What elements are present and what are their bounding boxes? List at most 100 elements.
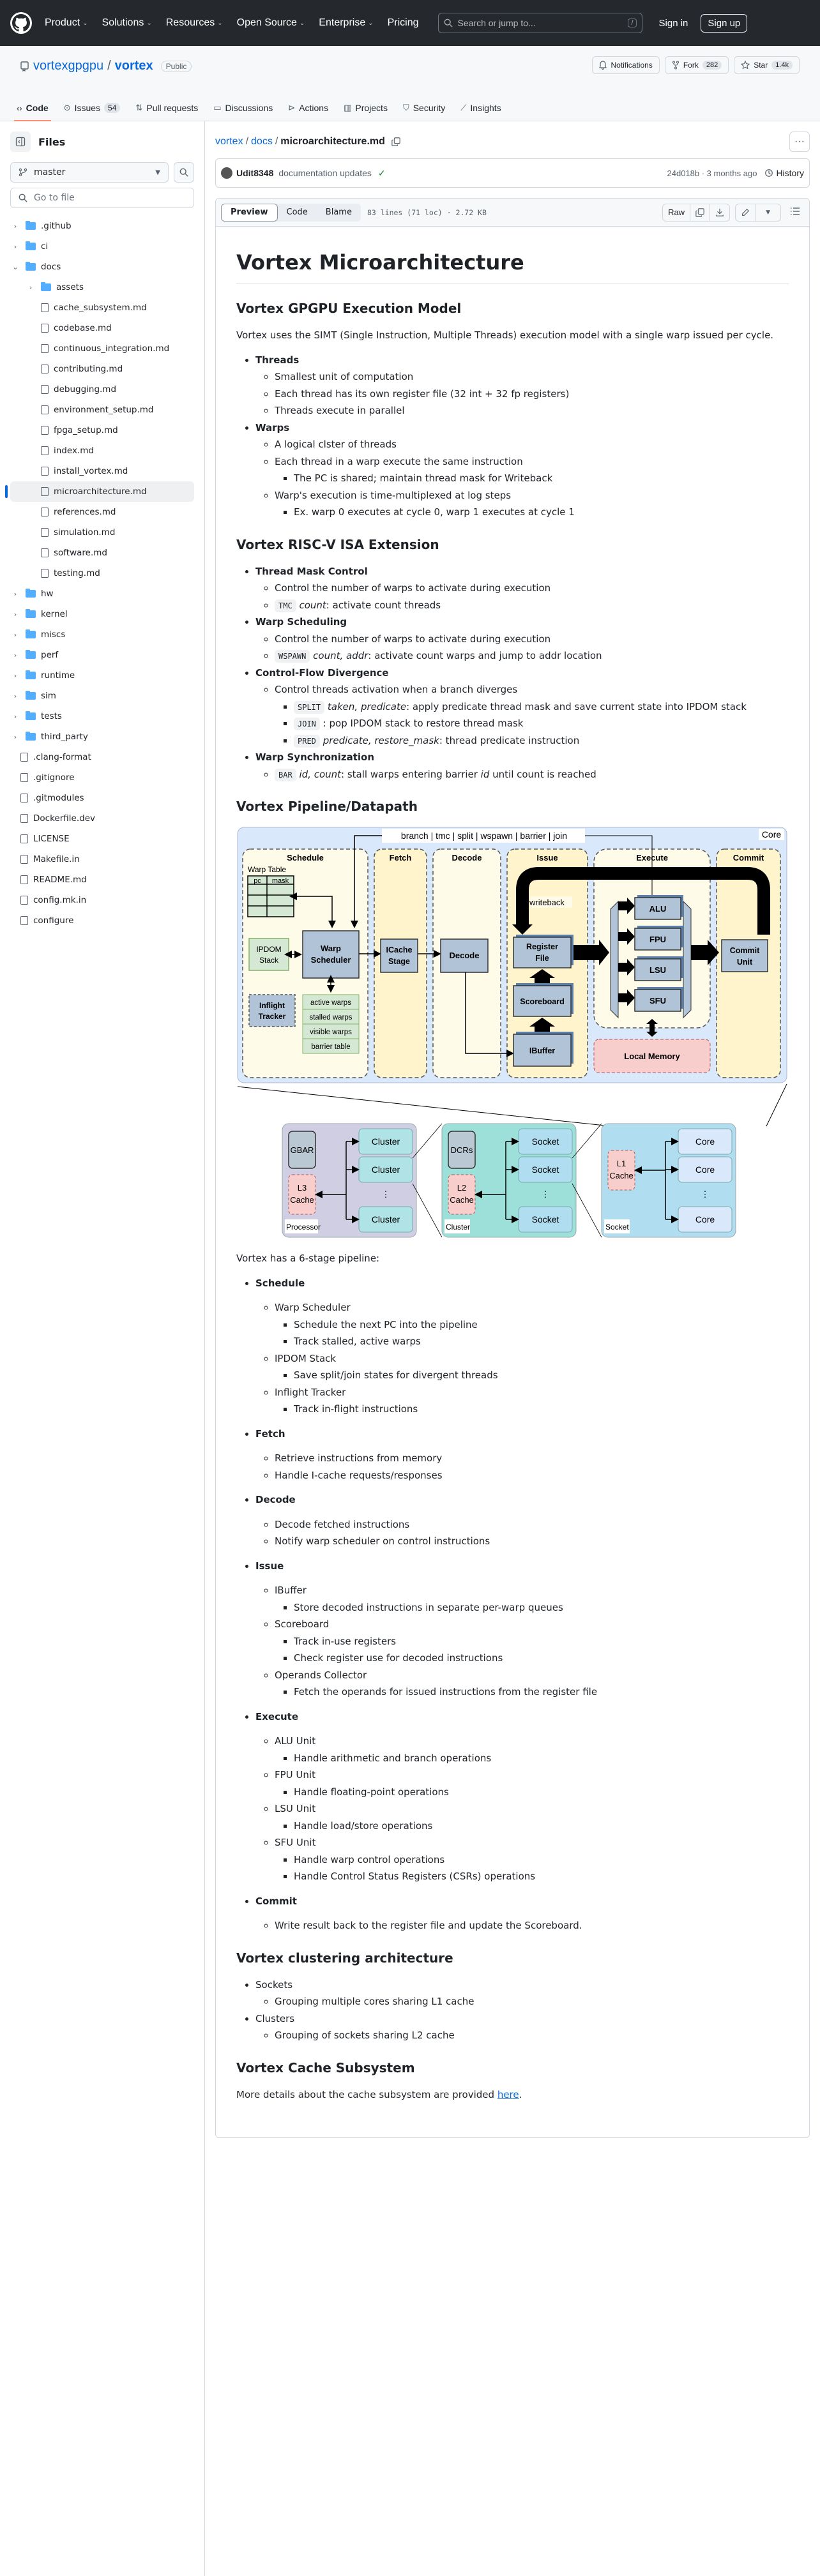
tree-file[interactable]: Dockerfile.dev [10, 808, 194, 829]
chevron-down-icon[interactable]: ⌄ [12, 262, 19, 271]
nav-resources[interactable]: Resources⌄ [166, 17, 223, 29]
tree-file[interactable]: install_vortex.md [10, 461, 194, 481]
tree-file[interactable]: environment_setup.md [10, 400, 194, 420]
tree-file[interactable]: contributing.md [10, 359, 194, 379]
history-button[interactable]: History [764, 168, 804, 178]
breadcrumb-repo-link[interactable]: vortex [215, 136, 243, 147]
tree-file[interactable]: microarchitecture.md [5, 481, 194, 502]
tree-folder[interactable]: ›hw [10, 584, 194, 604]
outline-button[interactable] [786, 207, 804, 218]
tree-file[interactable]: index.md [10, 441, 194, 461]
cache-subsystem-link[interactable]: here [497, 2088, 519, 2100]
tree-file[interactable]: testing.md [10, 563, 194, 584]
tree-file[interactable]: references.md [10, 502, 194, 522]
breadcrumb: vortex / docs / microarchitecture.md ··· [215, 132, 810, 152]
tree-file[interactable]: continuous_integration.md [10, 338, 194, 359]
chevron-right-icon[interactable]: › [13, 651, 17, 659]
commit-message-link[interactable]: documentation updates [278, 168, 372, 178]
tree-folder[interactable]: ›tests [10, 706, 194, 727]
chevron-right-icon[interactable]: › [13, 610, 17, 619]
github-logo-icon[interactable] [10, 12, 32, 34]
collapse-sidebar-button[interactable] [10, 132, 31, 152]
tree-file[interactable]: simulation.md [10, 522, 194, 543]
chevron-right-icon[interactable]: › [13, 712, 17, 721]
tab-insights[interactable]: ⟋Insights [454, 95, 507, 121]
nav-open-source[interactable]: Open Source⌄ [237, 17, 305, 29]
tree-file[interactable]: configure [10, 910, 194, 931]
pipeline-diagram[interactable]: Core Schedule Fetch Decode Issue [236, 826, 789, 1241]
nav-enterprise[interactable]: Enterprise⌄ [319, 17, 373, 29]
chevron-right-icon[interactable]: › [13, 671, 17, 680]
sign-up-button[interactable]: Sign up [701, 13, 748, 33]
tree-file[interactable]: .gitmodules [10, 788, 194, 808]
tree-file[interactable]: LICENSE [10, 829, 194, 849]
fork-button[interactable]: Fork 282 [664, 56, 729, 74]
tree-folder[interactable]: ›perf [10, 645, 194, 665]
tree-file[interactable]: debugging.md [10, 379, 194, 400]
tab-code-view[interactable]: Code [286, 207, 308, 217]
tree-file[interactable]: fpga_setup.md [10, 420, 194, 441]
avatar[interactable] [221, 167, 232, 179]
commit-sha-time[interactable]: 24d018b · 3 months ago [667, 168, 757, 178]
tree-folder[interactable]: ›.github [10, 216, 194, 236]
tree-file[interactable]: software.md [10, 543, 194, 563]
chevron-right-icon[interactable]: › [29, 283, 33, 292]
icache-stage-box [380, 938, 418, 973]
repo-name-link[interactable]: vortex [114, 59, 153, 73]
tree-file[interactable]: .clang-format [10, 747, 194, 767]
tree-file[interactable]: Makefile.in [10, 849, 194, 870]
breadcrumb-docs-link[interactable]: docs [251, 136, 273, 147]
more-options-button[interactable]: ··· [789, 132, 810, 152]
chevron-right-icon[interactable]: › [13, 222, 17, 230]
check-icon[interactable]: ✓ [377, 167, 386, 178]
edit-button[interactable] [736, 204, 756, 221]
commit-author-link[interactable]: Udit8348 [236, 168, 274, 178]
copy-raw-button[interactable] [690, 204, 711, 221]
chevron-right-icon[interactable]: › [13, 691, 17, 700]
tree-folder[interactable]: ›assets [10, 277, 194, 298]
notifications-button[interactable]: Notifications [592, 56, 660, 74]
tab-discussions[interactable]: ▭Discussions [207, 95, 279, 121]
tree-folder[interactable]: ›sim [10, 686, 194, 706]
nav-solutions[interactable]: Solutions⌄ [102, 17, 152, 29]
branch-selector[interactable]: master ▼ [10, 162, 169, 183]
sign-in-link[interactable]: Sign in [658, 17, 688, 29]
tree-file[interactable]: .gitignore [10, 767, 194, 788]
list-item: Each thread has its own register file (3… [275, 387, 789, 402]
download-button[interactable] [710, 204, 729, 221]
chevron-right-icon[interactable]: › [13, 589, 17, 598]
tab-code[interactable]: ‹›Code [10, 95, 55, 121]
nav-product[interactable]: Product⌄ [45, 17, 88, 29]
tab-actions[interactable]: ⊳Actions [282, 95, 335, 121]
repo-owner-link[interactable]: vortexgpgpu [33, 59, 104, 73]
chevron-right-icon[interactable]: › [13, 242, 17, 251]
tree-file[interactable]: codebase.md [10, 318, 194, 338]
tree-folder[interactable]: ›miscs [10, 624, 194, 645]
chevron-right-icon[interactable]: › [13, 630, 17, 639]
tree-folder[interactable]: ⌄docs [10, 257, 194, 277]
search-files-button[interactable] [174, 162, 194, 183]
raw-button[interactable]: Raw [663, 204, 691, 221]
tree-file[interactable]: cache_subsystem.md [10, 298, 194, 318]
star-button[interactable]: Star 1.4k [734, 56, 800, 74]
tab-preview[interactable]: Preview [221, 203, 278, 222]
tree-folder[interactable]: ›kernel [10, 604, 194, 624]
tree-file[interactable]: config.mk.in [10, 890, 194, 910]
tree-folder[interactable]: ›runtime [10, 665, 194, 686]
tree-item-label: software.md [54, 548, 107, 558]
copy-path-icon[interactable] [391, 137, 400, 146]
tab-projects[interactable]: ▥Projects [337, 95, 394, 121]
tab-pull-requests[interactable]: ⇅Pull requests [129, 95, 204, 121]
go-to-file-input[interactable]: Go to file [10, 188, 194, 208]
global-search-input[interactable]: Search or jump to... / [437, 13, 642, 33]
tree-file[interactable]: README.md [10, 870, 194, 890]
search-icon [179, 168, 188, 177]
tree-folder[interactable]: ›third_party [10, 727, 194, 747]
nav-pricing[interactable]: Pricing [388, 17, 419, 29]
edit-options-dropdown[interactable]: ▼ [755, 204, 780, 221]
chevron-right-icon[interactable]: › [13, 732, 17, 741]
tree-folder[interactable]: ›ci [10, 236, 194, 257]
tab-blame[interactable]: Blame [325, 207, 352, 217]
tab-security[interactable]: ⛉Security [397, 95, 452, 121]
